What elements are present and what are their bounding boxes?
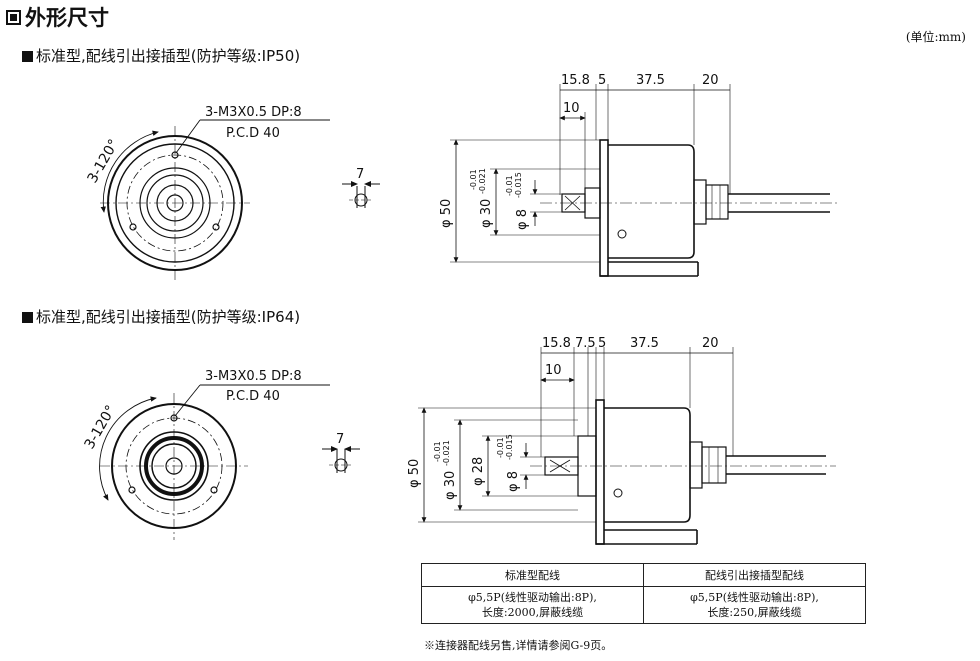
dim-37-5-ip50: 37.5 <box>636 73 665 88</box>
wiring-table: 标准型配线 配线引出接插型配线 φ5,5P(线性驱动输出:8P),长度:2000… <box>421 563 866 624</box>
side-view-ip50 <box>450 84 840 277</box>
footnote: ※连接器配线另售,详情请参阅G-9页。 <box>424 639 613 652</box>
screw-spec-ip64: 3-M3X0.5 DP:8 <box>205 369 302 384</box>
dim-10-ip64: 10 <box>545 363 562 378</box>
page-title: 外形尺寸 <box>6 2 109 32</box>
dim-15-8-ip64: 15.8 <box>542 336 571 351</box>
dim-phi50-ip64: φ 50 <box>407 459 422 488</box>
table-cell: φ5,5P(线性驱动输出:8P),长度:2000,屏蔽线缆 <box>421 586 644 624</box>
tol30-dn-ip64: -0.021 <box>442 440 451 466</box>
dim-phi30-ip50: φ 30 <box>479 199 494 228</box>
tol8-dn-ip64: -0.015 <box>505 434 514 460</box>
table-row: φ5,5P(线性驱动输出:8P),长度:2000,屏蔽线缆 φ5,5P(线性驱动… <box>421 586 866 624</box>
tol30-up-ip64: -0.01 <box>433 441 442 462</box>
pcd-label-ip64: P.C.D 40 <box>226 389 280 404</box>
key-dim-ip50: 7 <box>356 167 364 182</box>
front-view-ip64 <box>99 384 330 540</box>
dim-phi50-ip50: φ 50 <box>439 199 454 228</box>
dim-phi28-ip64: φ 28 <box>471 457 486 486</box>
angle-label-ip64: 3-120° <box>82 403 120 452</box>
dim-5-ip50: 5 <box>598 73 606 88</box>
tol8-up-ip64: -0.01 <box>496 437 505 458</box>
dim-7-5-ip64: 7.5 <box>575 336 596 351</box>
tol8-dn-ip50: -0.015 <box>514 172 523 198</box>
screw-spec-ip50: 3-M3X0.5 DP:8 <box>205 105 302 120</box>
square-bullet-icon <box>22 312 33 323</box>
dim-37-5-ip64: 37.5 <box>630 336 659 351</box>
dim-phi30-ip64: φ 30 <box>443 471 458 500</box>
dim-5-ip64: 5 <box>598 336 606 351</box>
tol8-up-ip50: -0.01 <box>505 175 514 196</box>
key-dim-ip64: 7 <box>336 432 344 447</box>
key-detail-ip64 <box>322 446 360 473</box>
square-bullet-icon <box>22 51 33 62</box>
tol30-dn-ip50: -0.021 <box>478 168 487 194</box>
table-header: 配线引出接插型配线 <box>643 563 866 587</box>
square-bullet-icon <box>6 9 21 25</box>
tol30-up-ip50: -0.01 <box>469 169 478 190</box>
table-header: 标准型配线 <box>421 563 644 587</box>
section-ip64-label: 标准型,配线引出接插型(防护等级:IP64) <box>22 306 300 327</box>
pcd-label-ip50: P.C.D 40 <box>226 126 280 141</box>
dim-20-ip64: 20 <box>702 336 719 351</box>
front-view-ip50 <box>100 119 330 280</box>
section-ip50-label: 标准型,配线引出接插型(防护等级:IP50) <box>22 45 300 66</box>
dim-15-8-ip50: 15.8 <box>561 73 590 88</box>
angle-label-ip50: 3-120° <box>85 137 123 186</box>
dim-phi8-ip50: φ 8 <box>515 209 530 230</box>
key-detail-ip50 <box>342 181 380 208</box>
dim-10-ip50: 10 <box>563 101 580 116</box>
unit-label: (单位:mm) <box>905 30 966 44</box>
dim-phi8-ip64: φ 8 <box>506 471 521 492</box>
table-cell: φ5,5P(线性驱动输出:8P),长度:250,屏蔽线缆 <box>643 586 866 624</box>
side-view-ip64 <box>418 347 836 545</box>
dim-20-ip50: 20 <box>702 73 719 88</box>
